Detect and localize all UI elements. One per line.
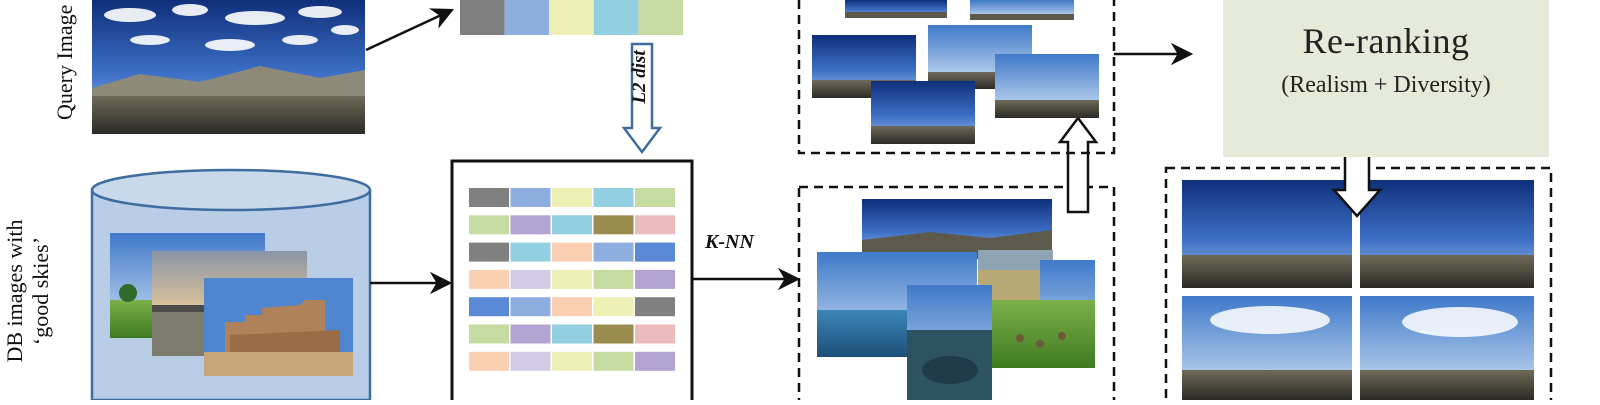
descriptor-row-1-cell: [593, 188, 634, 207]
hollow-arrow-up-icon: [1057, 115, 1099, 214]
query-image: [92, 0, 365, 134]
descriptor-row-3-cell: [510, 242, 551, 262]
descriptor-row-5-cell: [593, 297, 634, 317]
hollow-arrow-down-icon: [621, 42, 663, 155]
reranking-subtitle: (Realism + Diversity): [1281, 72, 1491, 98]
descriptor-row-5-cell: [552, 297, 592, 317]
db-images-label: DB images with ‘good skies’: [2, 191, 58, 391]
descriptor-row-4-cell: [510, 269, 551, 289]
query-descriptor-cell: [593, 0, 639, 35]
l2-dist-label: L2 dist: [629, 50, 650, 104]
knn-image-5: [907, 285, 992, 400]
descriptor-row-4-cell: [552, 269, 592, 289]
final-image-1: [1182, 180, 1352, 288]
descriptor-row-5-cell: [635, 297, 675, 317]
descriptor-row-2-cell: [593, 215, 634, 235]
reranking-title: Re-ranking: [1302, 21, 1470, 61]
descriptor-row-6-cell: [469, 324, 509, 344]
descriptor-row-7-cell: [593, 351, 634, 371]
descriptor-row-5-cell: [510, 297, 551, 317]
descriptor-row-2-cell: [469, 215, 509, 235]
descriptor-row-3-cell: [593, 242, 634, 262]
descriptor-row-7-cell: [469, 351, 509, 371]
descriptor-row-6-cell: [510, 324, 551, 344]
arrow-query-to-descriptor: [365, 8, 455, 52]
query-image-label: Query Image: [52, 4, 77, 120]
descriptor-row-6-cell: [635, 324, 675, 344]
descriptor-table: [469, 188, 675, 371]
descriptor-row-3-cell: [469, 242, 509, 262]
descriptor-row-1-cell: [552, 188, 592, 207]
final-image-3: [1182, 296, 1352, 400]
final-image-4: [1360, 296, 1534, 400]
descriptor-row-6-cell: [552, 324, 592, 344]
db-image-fortress: [204, 278, 353, 376]
descriptor-row-2-cell: [510, 215, 551, 235]
descriptor-row-3-cell: [552, 242, 592, 262]
db-images-label-line2: ‘good skies’: [28, 236, 53, 346]
candidates-box: [797, 0, 1116, 155]
db-images-label-line1: DB images with: [2, 219, 27, 363]
descriptor-row-7-cell: [510, 351, 551, 371]
descriptor-row-1-cell: [510, 188, 551, 207]
query-descriptor-cell: [504, 0, 550, 35]
query-descriptor-cell: [460, 0, 505, 35]
descriptor-row-4-cell: [593, 269, 634, 289]
descriptor-row-1-cell: [469, 188, 509, 207]
query-descriptor: [460, 0, 683, 35]
descriptor-row-1-cell: [635, 188, 675, 207]
descriptor-row-6-cell: [593, 324, 634, 344]
descriptor-row-5-cell: [469, 297, 509, 317]
knn-label: K-NN: [705, 231, 754, 253]
query-descriptor-cell: [638, 0, 683, 35]
query-descriptor-cell: [549, 0, 594, 35]
knn-image-4: [990, 260, 1095, 368]
descriptor-row-7-cell: [552, 351, 592, 371]
descriptor-row-4-cell: [635, 269, 675, 289]
descriptor-row-3-cell: [635, 242, 675, 262]
descriptor-row-4-cell: [469, 269, 509, 289]
reranking-box: Re-ranking (Realism + Diversity): [1223, 0, 1549, 157]
knn-results-box: [797, 185, 1116, 405]
descriptor-row-2-cell: [552, 215, 592, 235]
candidate-images: [812, 0, 1099, 144]
final-image-2: [1360, 180, 1534, 288]
final-results-box: [1164, 166, 1553, 405]
descriptor-row-7-cell: [635, 351, 675, 371]
descriptor-row-2-cell: [635, 215, 675, 235]
